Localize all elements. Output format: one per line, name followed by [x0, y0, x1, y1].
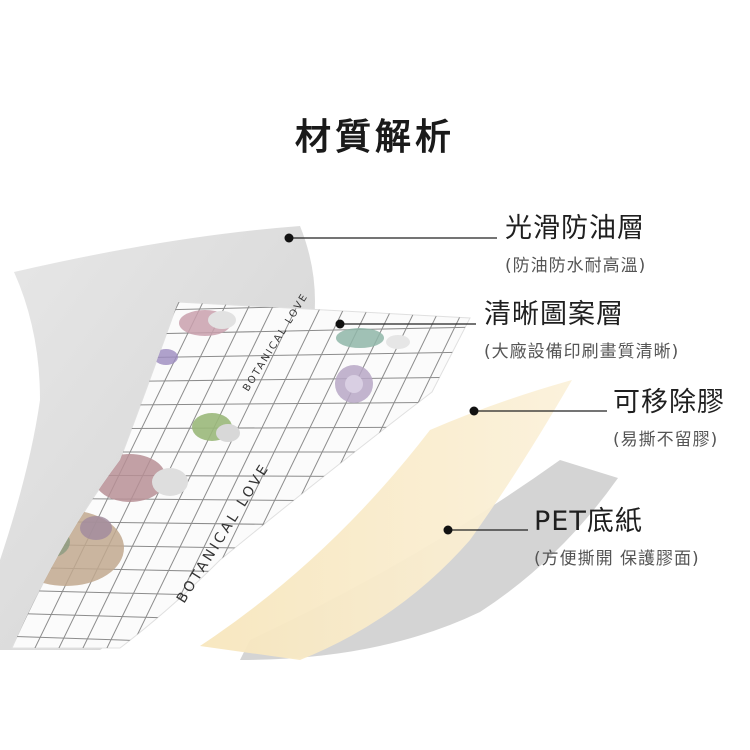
layer-name: 光滑防油層 — [505, 213, 645, 244]
layer-name: PET底紙 — [534, 506, 643, 537]
layer-description: (大廠設備印刷畫質清晰) — [484, 342, 680, 362]
grid-line — [0, 659, 480, 677]
adhesive-layer — [200, 380, 572, 660]
grid-line — [105, 302, 277, 648]
layer-label-pet-base: PET底紙 (方便撕開 保護膠面) — [534, 499, 700, 569]
layer-description: (防油防水耐高溫) — [505, 256, 647, 276]
layer-description: (方便撕開 保護膠面) — [534, 549, 700, 569]
layer-label-printed-pattern: 清晰圖案層 (大廠設備印刷畫質清晰) — [484, 292, 679, 362]
grid-line — [153, 302, 325, 648]
leader-lines — [289, 237, 607, 531]
page-title: 材質解析 — [294, 117, 455, 158]
layer-name: 清晰圖案層 — [484, 299, 624, 330]
layer-description: (易撕不留膠) — [613, 430, 719, 450]
layer-name: 可移除膠 — [613, 387, 725, 418]
layer-label-removable-adhesive: 可移除膠 (易撕不留膠) — [613, 380, 725, 450]
grid-line — [129, 302, 301, 648]
leader-dots — [284, 233, 479, 535]
layer-label-glossy-film: 光滑防油層 (防油防水耐高溫) — [505, 206, 646, 276]
